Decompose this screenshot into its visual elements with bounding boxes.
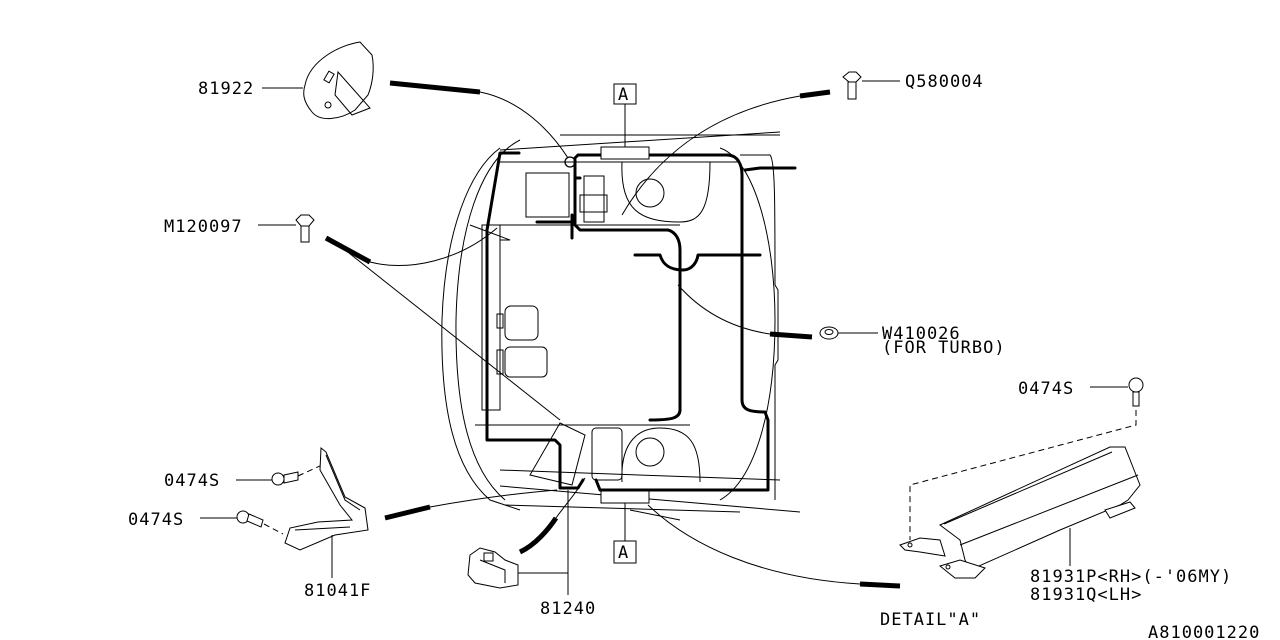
screw-icon xyxy=(1128,377,1144,407)
section-marker-bottom: A xyxy=(600,490,650,564)
part-0474S-left-1[interactable]: 0474S xyxy=(164,464,323,491)
part-label-0474S: 0474S xyxy=(1018,379,1074,399)
part-note-for-turbo: (FOR TURBO) xyxy=(882,338,1006,358)
diagram-id: A810001220 xyxy=(1148,623,1260,640)
part-label-81041F: 81041F xyxy=(304,581,371,601)
detail-a-caption: DETAIL"A" xyxy=(880,610,981,630)
body-outline xyxy=(441,131,801,521)
part-label-0474S: 0474S xyxy=(164,471,220,491)
part-label-Q580004: Q580004 xyxy=(905,72,984,92)
part-M120097[interactable]: M120097 xyxy=(164,214,561,421)
grommet-icon xyxy=(819,326,839,340)
part-label-M120097: M120097 xyxy=(164,217,243,237)
screw-icon xyxy=(236,510,264,528)
part-label-81240: 81240 xyxy=(540,599,596,619)
section-marker-top: A xyxy=(600,83,650,160)
connector-clip-icon xyxy=(303,41,374,119)
part-Q580004[interactable]: Q580004 xyxy=(621,71,984,216)
part-0474S-right[interactable]: 0474S xyxy=(909,377,1144,540)
part-label-W410026: W410026 xyxy=(882,324,961,344)
part-W410026[interactable]: W410026 (FOR TURBO) xyxy=(677,284,1006,358)
part-81041F[interactable]: 81041F xyxy=(284,446,558,601)
section-marker-label: A xyxy=(618,543,629,563)
bolt-icon xyxy=(295,214,315,243)
bracket-icon xyxy=(284,446,369,551)
part-81922[interactable]: 81922 xyxy=(198,41,569,159)
part-0474S-left-2[interactable]: 0474S xyxy=(128,510,284,535)
part-label-0474S: 0474S xyxy=(128,510,184,530)
screw-icon xyxy=(271,471,299,486)
part-label-81931P: 81931P<RH>(-'06MY) xyxy=(1030,567,1232,587)
part-label-81922: 81922 xyxy=(198,79,254,99)
part-81240[interactable]: 81240 xyxy=(467,477,596,619)
part-label-81931Q: 81931Q<LH> xyxy=(1030,585,1142,605)
curtain-airbag-module-icon xyxy=(899,446,1141,579)
main-wiring-harness xyxy=(485,151,797,492)
connector-block-icon xyxy=(467,547,519,589)
bolt-icon xyxy=(842,71,862,100)
part-81931P-81931Q[interactable]: 81931P<RH>(-'06MY) 81931Q<LH> xyxy=(647,446,1232,605)
section-marker-label: A xyxy=(618,85,629,105)
